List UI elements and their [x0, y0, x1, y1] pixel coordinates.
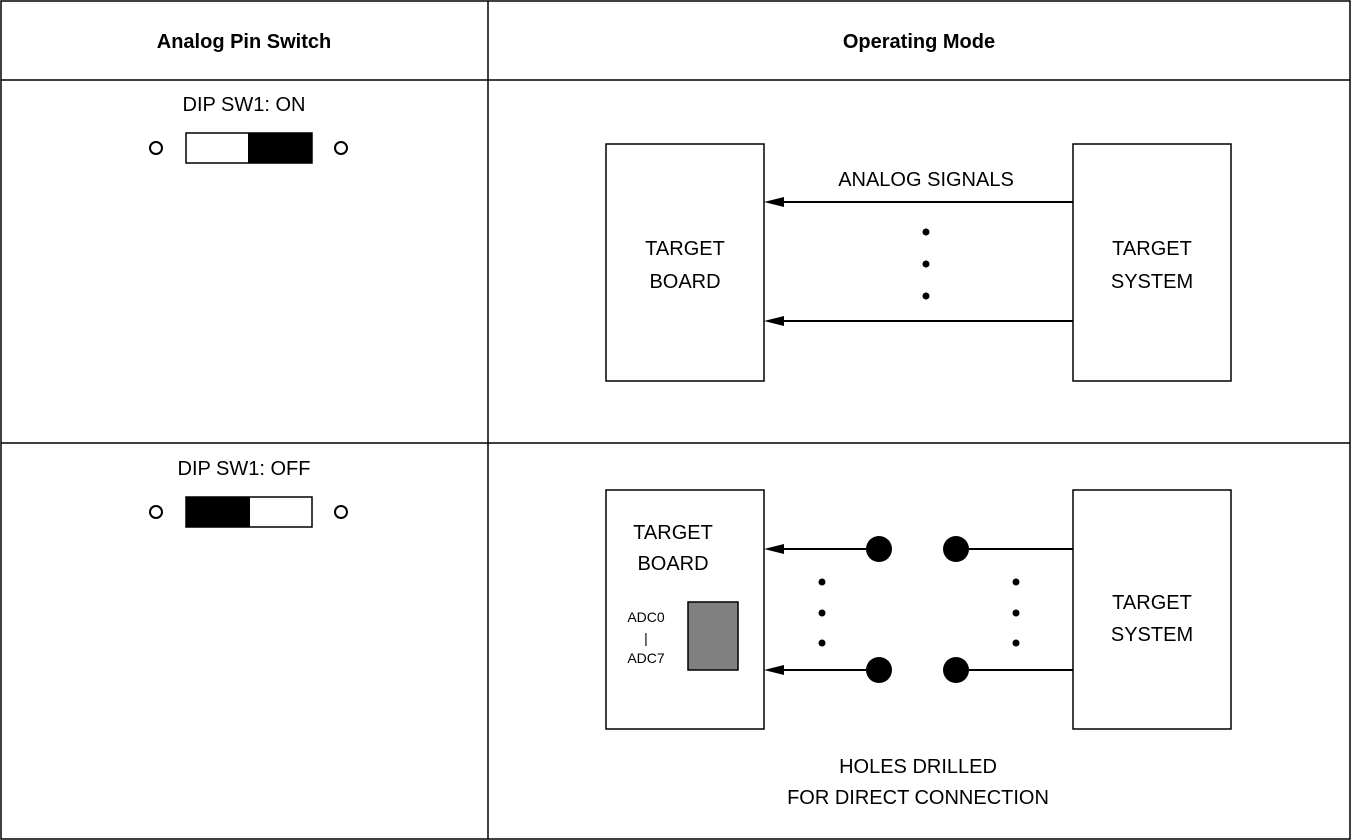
drilled-hole-icon — [866, 657, 892, 683]
target-board-block — [605, 143, 765, 382]
ellipsis-dots — [922, 228, 930, 300]
row-switch-off: DIP SW1: OFF — [149, 458, 348, 528]
drilled-hole-icon — [866, 536, 892, 562]
connection-bottom — [764, 657, 1073, 683]
switch-on-label: DIP SW1: ON — [183, 94, 306, 116]
adc-chip — [687, 601, 739, 671]
ellipsis-dots-right — [1012, 578, 1020, 647]
target-system-block-2 — [1072, 489, 1232, 730]
target-board-label-4: BOARD — [637, 553, 708, 575]
signal-arrow-top — [764, 197, 1073, 207]
target-system-block — [1072, 143, 1232, 382]
holes-caption-2: FOR DIRECT CONNECTION — [787, 787, 1049, 809]
analog-signals-label: ANALOG SIGNALS — [838, 169, 1014, 191]
target-system-label-1: TARGET — [1112, 238, 1192, 260]
dip-switch-on-icon — [149, 132, 348, 164]
diagram-analog-signals: TARGET BOARD TARGET SYSTEM ANALOG SIGNAL… — [605, 143, 1232, 382]
adc-label-separator: | — [644, 630, 648, 646]
drilled-hole-icon — [943, 536, 969, 562]
adc-label-top: ADC0 — [627, 609, 665, 625]
target-board-label-1: TARGET — [645, 238, 725, 260]
ellipsis-dots-left — [818, 578, 826, 647]
target-system-label-2: SYSTEM — [1111, 271, 1193, 293]
connection-top — [764, 536, 1073, 562]
target-system-label-3: TARGET — [1112, 592, 1192, 614]
target-board-label-3: TARGET — [633, 522, 713, 544]
header-operating-mode: Operating Mode — [843, 31, 995, 53]
adc-label-bottom: ADC7 — [627, 650, 665, 666]
row-switch-on: DIP SW1: ON — [149, 94, 348, 164]
drilled-hole-icon — [943, 657, 969, 683]
diagram-direct-connection: TARGET BOARD ADC0 | ADC7 TARGET SYSTEM — [605, 489, 1232, 809]
dip-switch-off-icon — [149, 496, 348, 528]
signal-arrow-bottom — [764, 316, 1073, 326]
holes-caption-1: HOLES DRILLED — [839, 756, 997, 778]
header-analog-pin-switch: Analog Pin Switch — [157, 31, 331, 53]
target-board-label-2: BOARD — [649, 271, 720, 293]
switch-off-label: DIP SW1: OFF — [178, 458, 311, 480]
target-system-label-4: SYSTEM — [1111, 624, 1193, 646]
